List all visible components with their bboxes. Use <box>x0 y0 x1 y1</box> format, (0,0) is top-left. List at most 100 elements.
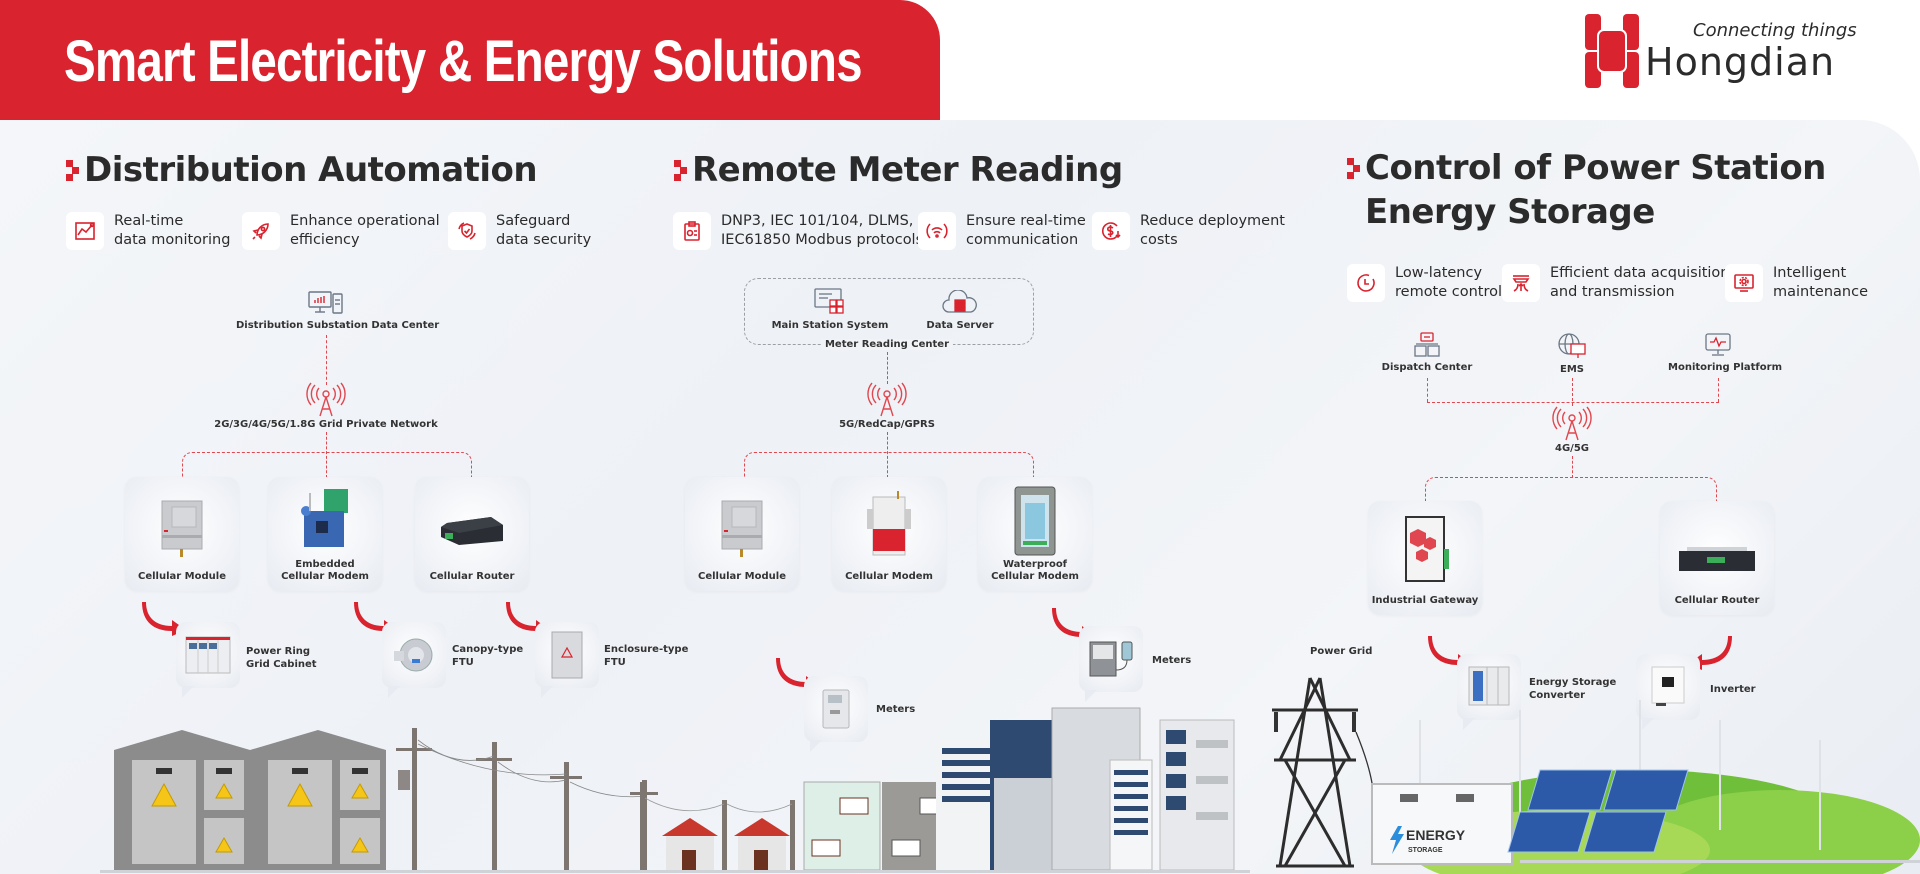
node-ems: EMS <box>1522 332 1622 375</box>
device-label: Canopy-type FTU <box>452 644 524 668</box>
shield-check-icon <box>458 222 476 240</box>
hongdian-logo-icon <box>1585 14 1639 88</box>
ring-cabinet-image <box>185 636 231 674</box>
brand-logo: Connecting things Hongdian <box>1585 14 1865 90</box>
cellular-modem-image <box>867 491 911 556</box>
product-card-cellular-router[interactable]: Cellular Router <box>415 477 529 591</box>
connector-line <box>326 432 327 478</box>
header-banner: Smart Electricity & Energy Solutions <box>0 0 940 120</box>
chart-line-icon <box>75 222 95 240</box>
globe-monitor-icon <box>1558 333 1586 358</box>
gear-monitor-icon <box>1734 274 1754 292</box>
embedded-modem-image <box>301 489 348 547</box>
meter-with-modem-image <box>1089 641 1133 677</box>
network-label: 2G/3G/4G/5G/1.8G Grid Private Network <box>214 419 438 430</box>
monitor-server-icon <box>308 291 343 314</box>
section-title-meter-reading: Remote Meter Reading <box>692 150 1123 190</box>
device-bubble-canopy-ftu[interactable] <box>382 622 446 698</box>
storage-subtext: STORAGE <box>1408 847 1443 854</box>
brand-name: Hongdian <box>1645 40 1836 84</box>
section-marker-icon <box>674 160 687 181</box>
feature-operational-efficiency: Enhance operational efficiency <box>242 212 440 250</box>
node-data-server: Data Server <box>900 289 1020 331</box>
dashboard-icon <box>814 288 844 314</box>
energy-storage-illustration: ENERGY STORAGE <box>1272 677 1920 874</box>
connector-line <box>326 335 327 385</box>
section-marker-icon <box>1347 158 1360 179</box>
waterproof-modem-image <box>1014 486 1056 556</box>
node-dispatch-center: Dispatch Center <box>1377 332 1477 373</box>
device-bubble-energy-storage-converter[interactable] <box>1457 654 1521 730</box>
network-label: 4G/5G <box>1555 443 1589 454</box>
power-grid-label: Power Grid <box>1310 646 1373 657</box>
product-card-industrial-gateway[interactable]: Industrial Gateway <box>1368 501 1482 615</box>
feature-realtime-monitoring: Real-time data monitoring <box>66 212 230 250</box>
device-bubble-meter[interactable] <box>804 676 868 752</box>
pulse-monitor-icon <box>1705 333 1731 356</box>
feature-protocols: DNP3, IEC 101/104, DLMS, IEC61850 Modbus… <box>673 212 923 250</box>
connector-line <box>1572 378 1573 406</box>
group-label: Meter Reading Center <box>820 339 954 350</box>
device-bubble-ring-main-unit[interactable] <box>176 622 240 698</box>
product-card-cellular-module[interactable]: Cellular Module <box>125 477 239 591</box>
cellular-router-image <box>441 517 503 545</box>
node-monitoring-platform: Monitoring Platform <box>1668 332 1782 373</box>
device-label: Meters <box>876 704 916 715</box>
device-bubble-meter[interactable] <box>1079 626 1143 702</box>
product-card-cellular-modem[interactable]: Cellular Modem <box>832 477 946 591</box>
data-acquisition-icon <box>1512 275 1530 292</box>
industrial-gateway-image <box>1405 516 1449 582</box>
connector-line <box>1427 402 1719 403</box>
wifi-signal-icon <box>926 223 948 239</box>
product-card-embedded-cellular-modem[interactable]: Embedded Cellular Modem <box>268 477 382 591</box>
connector-branch <box>1425 477 1717 502</box>
feature-reduce-costs: Reduce deployment costs <box>1092 212 1285 250</box>
product-card-cellular-module[interactable]: Cellular Module <box>685 477 799 591</box>
connector-branch <box>744 452 1034 478</box>
canopy-ftu-image <box>394 638 433 672</box>
connector-line <box>887 432 888 478</box>
feature-intelligent-maintenance: Intelligent maintenance <box>1725 264 1868 302</box>
energy-storage-text: ENERGY <box>1406 827 1466 843</box>
section-marker-icon <box>66 160 79 181</box>
product-card-cellular-router[interactable]: Cellular Router <box>1660 501 1774 615</box>
red-curved-arrow-icon <box>142 602 186 636</box>
cell-tower-icon <box>306 382 346 417</box>
connector-line <box>887 352 888 384</box>
energy-storage-converter-image <box>1468 666 1510 706</box>
substation-illustration <box>100 728 700 873</box>
cell-tower-icon <box>867 382 907 417</box>
inverter-image <box>1651 666 1685 706</box>
clock-icon <box>1357 274 1375 292</box>
feature-data-acquisition: Efficient data acquisition and transmiss… <box>1502 264 1730 302</box>
city-illustration <box>640 707 1250 873</box>
node-main-station-system: Main Station System <box>770 288 890 331</box>
node-substation-data-center: Distribution Substation Data Center <box>236 290 439 331</box>
cellular-module-image <box>161 500 203 557</box>
section-title-power-station: Control of Power Station Energy Storage <box>1365 148 1826 232</box>
feature-realtime-communication: Ensure real-time communication <box>918 212 1086 250</box>
device-bubble-inverter[interactable] <box>1636 654 1700 730</box>
cell-tower-icon <box>1552 406 1592 441</box>
device-bubble-enclosure-ftu[interactable] <box>535 622 599 698</box>
cellular-module-image <box>721 500 763 557</box>
enclosure-ftu-image <box>551 631 583 679</box>
device-label: Meters <box>1152 655 1192 666</box>
brand-tagline: Connecting things <box>1693 20 1857 41</box>
meter-image <box>822 689 850 729</box>
feature-low-latency: Low-latency remote control <box>1347 264 1502 302</box>
dispatch-icon <box>1414 332 1440 357</box>
connector-branch <box>182 452 472 478</box>
rocket-icon <box>252 223 269 240</box>
clipboard-check-icon <box>684 221 700 241</box>
device-label: Power Ring Grid Cabinet <box>246 646 317 670</box>
device-label: Energy Storage Converter <box>1529 677 1617 701</box>
cloud-server-icon <box>942 289 977 313</box>
connector-line <box>1572 456 1573 478</box>
device-label: Enclosure-type FTU <box>604 644 689 668</box>
device-label: Inverter <box>1710 684 1756 695</box>
product-card-waterproof-cellular-modem[interactable]: Waterproof Cellular Modem <box>978 477 1092 591</box>
network-label: 5G/RedCap/GPRS <box>839 419 935 430</box>
page-title: Smart Electricity & Energy Solutions <box>64 29 863 94</box>
connector-line <box>1427 378 1428 402</box>
